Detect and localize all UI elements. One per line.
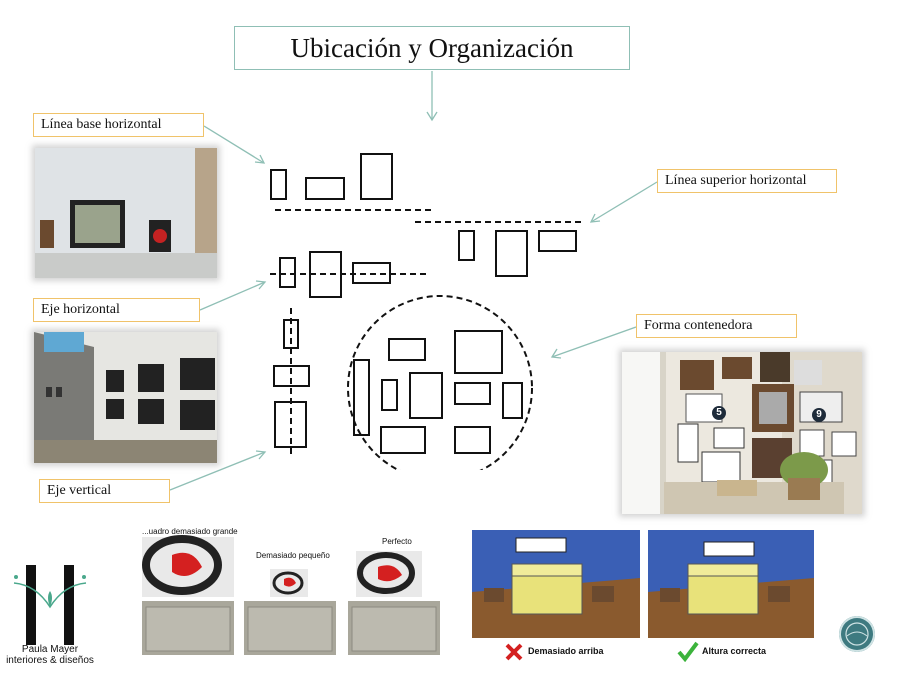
linea-superior-arrow	[590, 181, 658, 223]
logo-line1: Paula Mayer	[21, 644, 79, 655]
title-arrowhead	[426, 111, 438, 122]
forma-contenedora-arrowhead	[550, 348, 562, 359]
artwork-size-examples: ...uadro demasiado grande Demasiado pequ…	[142, 527, 442, 655]
eje-vertical-arrow	[169, 451, 266, 491]
frame	[458, 230, 475, 261]
linea-base-arrow	[203, 125, 265, 164]
label-forma-contenedora: Forma contenedora	[636, 314, 797, 338]
label-eje-vertical: Eje vertical	[39, 479, 170, 503]
frame	[454, 382, 491, 405]
forma-contenedora-arrow	[551, 326, 637, 358]
frame	[388, 338, 426, 361]
frame	[502, 382, 523, 419]
label-linea-superior: Línea superior horizontal	[657, 169, 837, 193]
frame	[454, 330, 503, 374]
arrangement-diagram	[270, 153, 585, 470]
photo-horizontal-axis-gallery	[34, 332, 217, 463]
eje-horizontal-arrow	[199, 281, 266, 311]
frame	[283, 319, 299, 349]
photo-container-wall: 5 9	[622, 352, 862, 514]
container-circle	[347, 295, 533, 470]
checkmark-icon	[677, 641, 699, 662]
linea-base-arrowhead	[254, 154, 266, 164]
nav-button[interactable]	[839, 616, 875, 652]
label-linea-base: Línea base horizontal	[33, 113, 204, 137]
logo-line2: interiores & diseños	[6, 655, 94, 666]
frame	[279, 257, 296, 288]
globe-icon	[845, 622, 869, 646]
caption-too-small: Demasiado pequeño	[256, 551, 330, 560]
caption-perfect: Perfecto	[382, 537, 412, 546]
frame	[409, 372, 443, 419]
page-title: Ubicación y Organización	[234, 26, 630, 70]
caption-too-high: Demasiado arriba	[528, 646, 604, 656]
frame	[305, 177, 345, 200]
frame	[270, 169, 287, 200]
frame	[454, 426, 491, 454]
frame	[381, 379, 398, 411]
frame	[495, 230, 528, 277]
linea-superior-arrowhead	[589, 213, 601, 223]
hanging-height-examples: Demasiado arriba Altura correcta	[472, 530, 814, 670]
frame	[380, 426, 426, 454]
photo-baseline-gallery	[35, 148, 217, 278]
label-eje-horizontal: Eje horizontal	[33, 298, 200, 322]
wrong-x-icon	[505, 643, 523, 661]
logo-mark	[13, 565, 87, 645]
frame	[274, 401, 307, 448]
number-badge: 9	[812, 408, 826, 422]
eje-horizontal-arrowhead	[255, 280, 267, 290]
brand-logo: Paula Mayer interiores & diseños	[0, 560, 100, 675]
frame	[360, 153, 393, 200]
frame	[273, 365, 310, 387]
caption-correct-height: Altura correcta	[702, 646, 767, 656]
frame	[353, 359, 370, 436]
frame	[538, 230, 577, 252]
caption-too-big: ...uadro demasiado grande	[142, 527, 238, 536]
eje-vertical-arrowhead	[255, 450, 267, 460]
number-badge: 5	[712, 406, 726, 420]
